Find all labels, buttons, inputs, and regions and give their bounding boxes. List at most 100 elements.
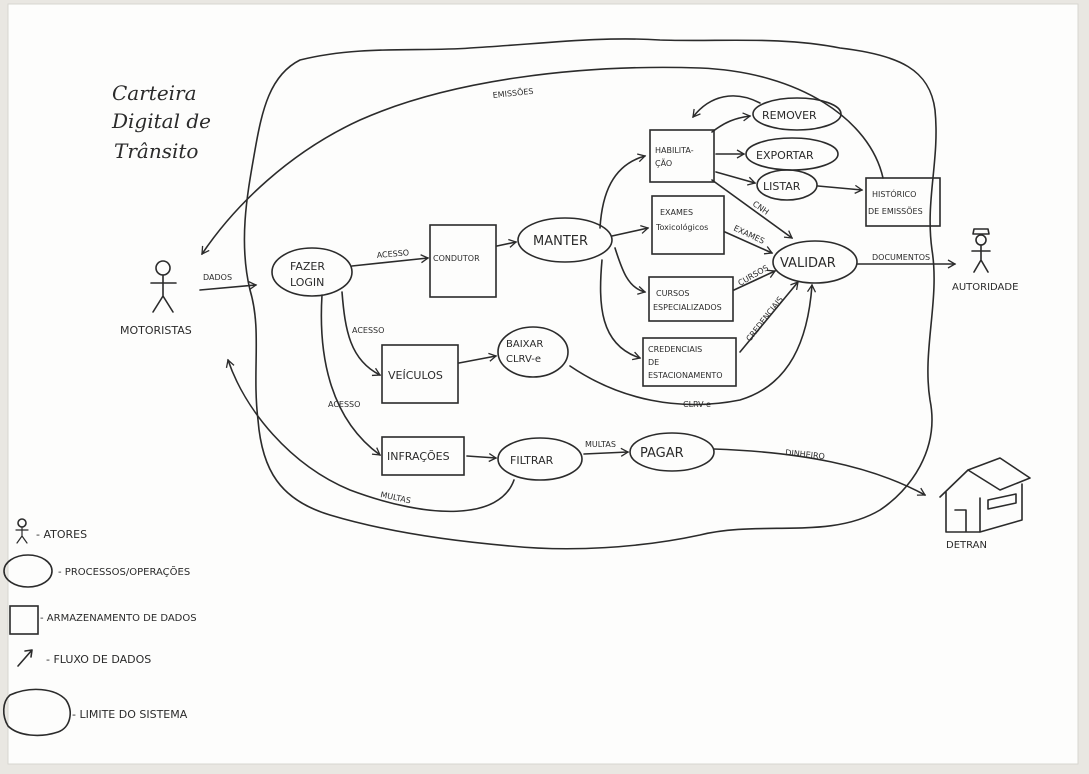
flow-veiculos-baixar [458, 352, 498, 364]
motoristas-body-icon [150, 274, 177, 313]
legend-processos: - PROCESSOS/OPERAÇÕES [3, 554, 190, 588]
title-line-2: Digital de [111, 109, 211, 133]
process-filtrar: FILTRAR [497, 437, 583, 481]
process-listar: LISTAR [756, 169, 818, 201]
detran-label: DETRAN [946, 540, 987, 551]
svg-text:DE: DE [648, 358, 659, 367]
flow-cursos-validar [733, 269, 777, 291]
store-cursos-especializados: CURSOS ESPECIALIZADOS [648, 276, 734, 322]
flow-acesso-infracoes [320, 294, 382, 456]
title-line-3: Trânsito [114, 139, 198, 163]
svg-text:DE EMISSÕES: DE EMISSÕES [868, 205, 923, 216]
legend-limite: - LIMITE DO SISTEMA [2, 688, 188, 737]
title-line-1: Carteira [112, 81, 197, 105]
svg-text:ÇÃO: ÇÃO [655, 158, 672, 168]
store-veiculos: VEÍCULOS [381, 344, 459, 404]
svg-text:REMOVER: REMOVER [762, 109, 817, 122]
svg-text:CONDUTOR: CONDUTOR [433, 254, 480, 263]
flow-multas-motoristas [225, 358, 515, 513]
process-validar: VALIDAR [772, 240, 858, 284]
svg-text:BAIXAR: BAIXAR [506, 339, 543, 350]
legend-limite-label: - LIMITE DO SISTEMA [72, 708, 188, 721]
legend-process-icon [3, 554, 53, 588]
legend-processos-label: - PROCESSOS/OPERAÇÕES [58, 565, 190, 578]
svg-text:CURSOS: CURSOS [656, 289, 689, 298]
process-pagar: PAGAR [629, 432, 715, 472]
process-fazer-login: FAZER LOGIN [271, 247, 353, 297]
store-exames-toxicologicos: EXAMES Toxicológicos [651, 195, 725, 255]
svg-text:LISTAR: LISTAR [763, 180, 801, 193]
flow-listar-historico [817, 184, 864, 194]
store-habilitacao: HABILITA- ÇÃO [649, 129, 715, 183]
paper-sheet [7, 3, 1079, 765]
actor-autoridade: AUTORIDADE [952, 228, 1018, 293]
legend-actor-icon [15, 526, 29, 544]
svg-text:LOGIN: LOGIN [290, 276, 324, 289]
flow-documentos-label: DOCUMENTOS [872, 253, 930, 262]
flow-acesso-veiculos-label: ACESSO [352, 326, 384, 335]
store-infracoes: INFRAÇÕES [381, 436, 465, 476]
legend: - ATORES - PROCESSOS/OPERAÇÕES - ARMAZEN… [2, 518, 197, 737]
police-cap-icon [972, 228, 990, 235]
flow-clrv [569, 283, 817, 406]
legend-atores: - ATORES [15, 518, 87, 544]
flow-acesso-veiculos [341, 291, 382, 377]
flow-manter-exames [611, 224, 650, 237]
svg-text:VALIDAR: VALIDAR [780, 256, 836, 271]
flow-acesso-condutor [351, 254, 430, 267]
flow-clrv-label: CLRV-e [683, 400, 711, 409]
system-boundary [243, 38, 937, 550]
detran-building-icon [939, 457, 1031, 533]
svg-text:EXAMES: EXAMES [660, 208, 693, 217]
store-condutor: CONDUTOR [429, 224, 497, 298]
flow-dinheiro-label: DINHEIRO [785, 448, 826, 461]
svg-text:ESPECIALIZADOS: ESPECIALIZADOS [653, 303, 722, 312]
svg-text:CREDENCIAIS: CREDENCIAIS [648, 345, 702, 354]
actor-detran: DETRAN [939, 457, 1031, 551]
legend-fluxo: - FLUXO DE DADOS [17, 649, 151, 667]
svg-text:Toxicológicos: Toxicológicos [655, 222, 708, 232]
flow-emissoes [201, 66, 884, 256]
flow-dados [199, 281, 258, 291]
legend-armazenamento-label: - ARMAZENAMENTO DE DADOS [40, 613, 197, 624]
flow-acesso-condutor-label: ACESSO [376, 248, 409, 260]
svg-text:FAZER: FAZER [290, 260, 325, 273]
legend-armazenamento: - ARMAZENAMENTO DE DADOS [9, 605, 197, 635]
process-baixar-clrv: BAIXAR CLRV-e [497, 326, 569, 378]
legend-store-icon [9, 605, 39, 635]
actor-motoristas: MOTORISTAS [120, 260, 192, 337]
store-credenciais-estacionamento: CREDENCIAIS DE ESTACIONAMENTO [642, 337, 737, 387]
autoridade-label: AUTORIDADE [952, 282, 1018, 293]
svg-text:PAGAR: PAGAR [640, 446, 684, 461]
process-manter: MANTER [517, 217, 613, 263]
flow-cnh [711, 179, 794, 239]
svg-text:VEÍCULOS: VEÍCULOS [388, 369, 443, 382]
flow-habilitacao-remover [711, 112, 752, 133]
flow-manter-habilitacao [599, 153, 647, 229]
svg-text:MANTER: MANTER [533, 234, 588, 249]
flow-dados-label: DADOS [203, 273, 232, 282]
legend-fluxo-label: - FLUXO DE DADOS [46, 653, 151, 666]
flow-exames-validar [724, 231, 774, 255]
svg-text:INFRAÇÕES: INFRAÇÕES [387, 450, 450, 463]
flow-remover-habilitacao [692, 95, 761, 119]
flow-multas-pagar [583, 447, 630, 457]
flow-condutor-manter [496, 238, 518, 248]
flow-manter-cursos [614, 247, 647, 295]
svg-text:EXPORTAR: EXPORTAR [756, 149, 814, 162]
flow-dinheiro [713, 448, 927, 496]
flow-multas-pagar-label: MULTAS [585, 440, 616, 449]
legend-atores-label: - ATORES [36, 528, 87, 541]
svg-text:CLRV-e: CLRV-e [506, 354, 541, 365]
legend-boundary-icon [2, 688, 71, 737]
flow-acesso-infracoes-label: ACESSO [328, 400, 360, 409]
flow-manter-credenciais [599, 259, 642, 361]
svg-text:FILTRAR: FILTRAR [510, 454, 554, 467]
svg-text:HABILITA-: HABILITA- [655, 146, 694, 155]
flow-habilitacao-listar [715, 171, 757, 186]
store-historico-emissoes: HISTÓRICO DE EMISSÕES [865, 177, 941, 227]
autoridade-body-icon [971, 244, 991, 273]
flow-infracoes-filtrar [466, 452, 498, 463]
